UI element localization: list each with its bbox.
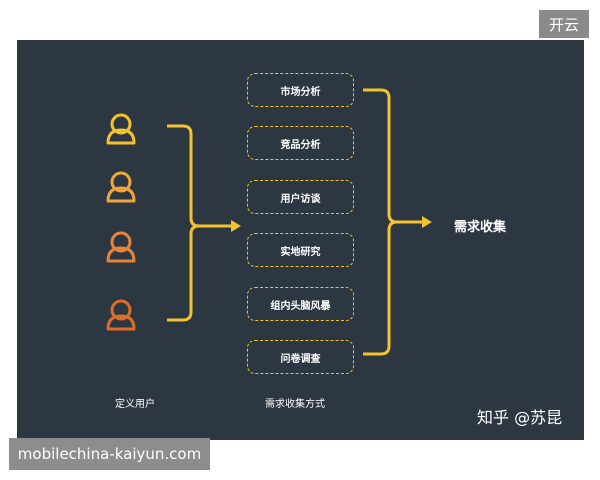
method-label: 问卷调查 xyxy=(280,353,321,365)
top-right-badge: 开云 xyxy=(539,10,589,38)
method-box-market-analysis: 市场分析 xyxy=(247,73,354,107)
method-label: 用户访谈 xyxy=(280,193,321,205)
user-icon-4 xyxy=(106,299,136,331)
method-label: 市场分析 xyxy=(280,86,321,98)
method-box-competitor-analysis: 竞品分析 xyxy=(247,126,354,160)
method-box-user-interview: 用户访谈 xyxy=(247,180,354,214)
method-label: 竞品分析 xyxy=(280,139,321,151)
user-icon-1 xyxy=(106,113,136,145)
methods-caption: 需求收集方式 xyxy=(265,399,325,410)
right-brace xyxy=(363,88,399,356)
left-arrow-head xyxy=(231,220,241,232)
result-label: 需求收集 xyxy=(454,220,507,235)
users-caption: 定义用户 xyxy=(115,399,155,410)
site-watermark: mobilechina-kaiyun.com xyxy=(9,438,210,470)
method-box-brainstorm: 组内头脑风暴 xyxy=(247,287,354,321)
left-brace xyxy=(167,124,201,322)
method-label: 实地研究 xyxy=(280,246,321,258)
author-credit: 知乎 @苏昆 xyxy=(477,408,563,427)
method-box-field-research: 实地研究 xyxy=(247,233,354,267)
right-arrow-head xyxy=(422,216,432,228)
user-icon-2 xyxy=(106,171,136,203)
diagram-canvas xyxy=(106,88,432,356)
method-label: 组内头脑风暴 xyxy=(270,300,331,312)
user-icon-3 xyxy=(106,231,136,263)
method-box-survey: 问卷调查 xyxy=(247,340,354,374)
